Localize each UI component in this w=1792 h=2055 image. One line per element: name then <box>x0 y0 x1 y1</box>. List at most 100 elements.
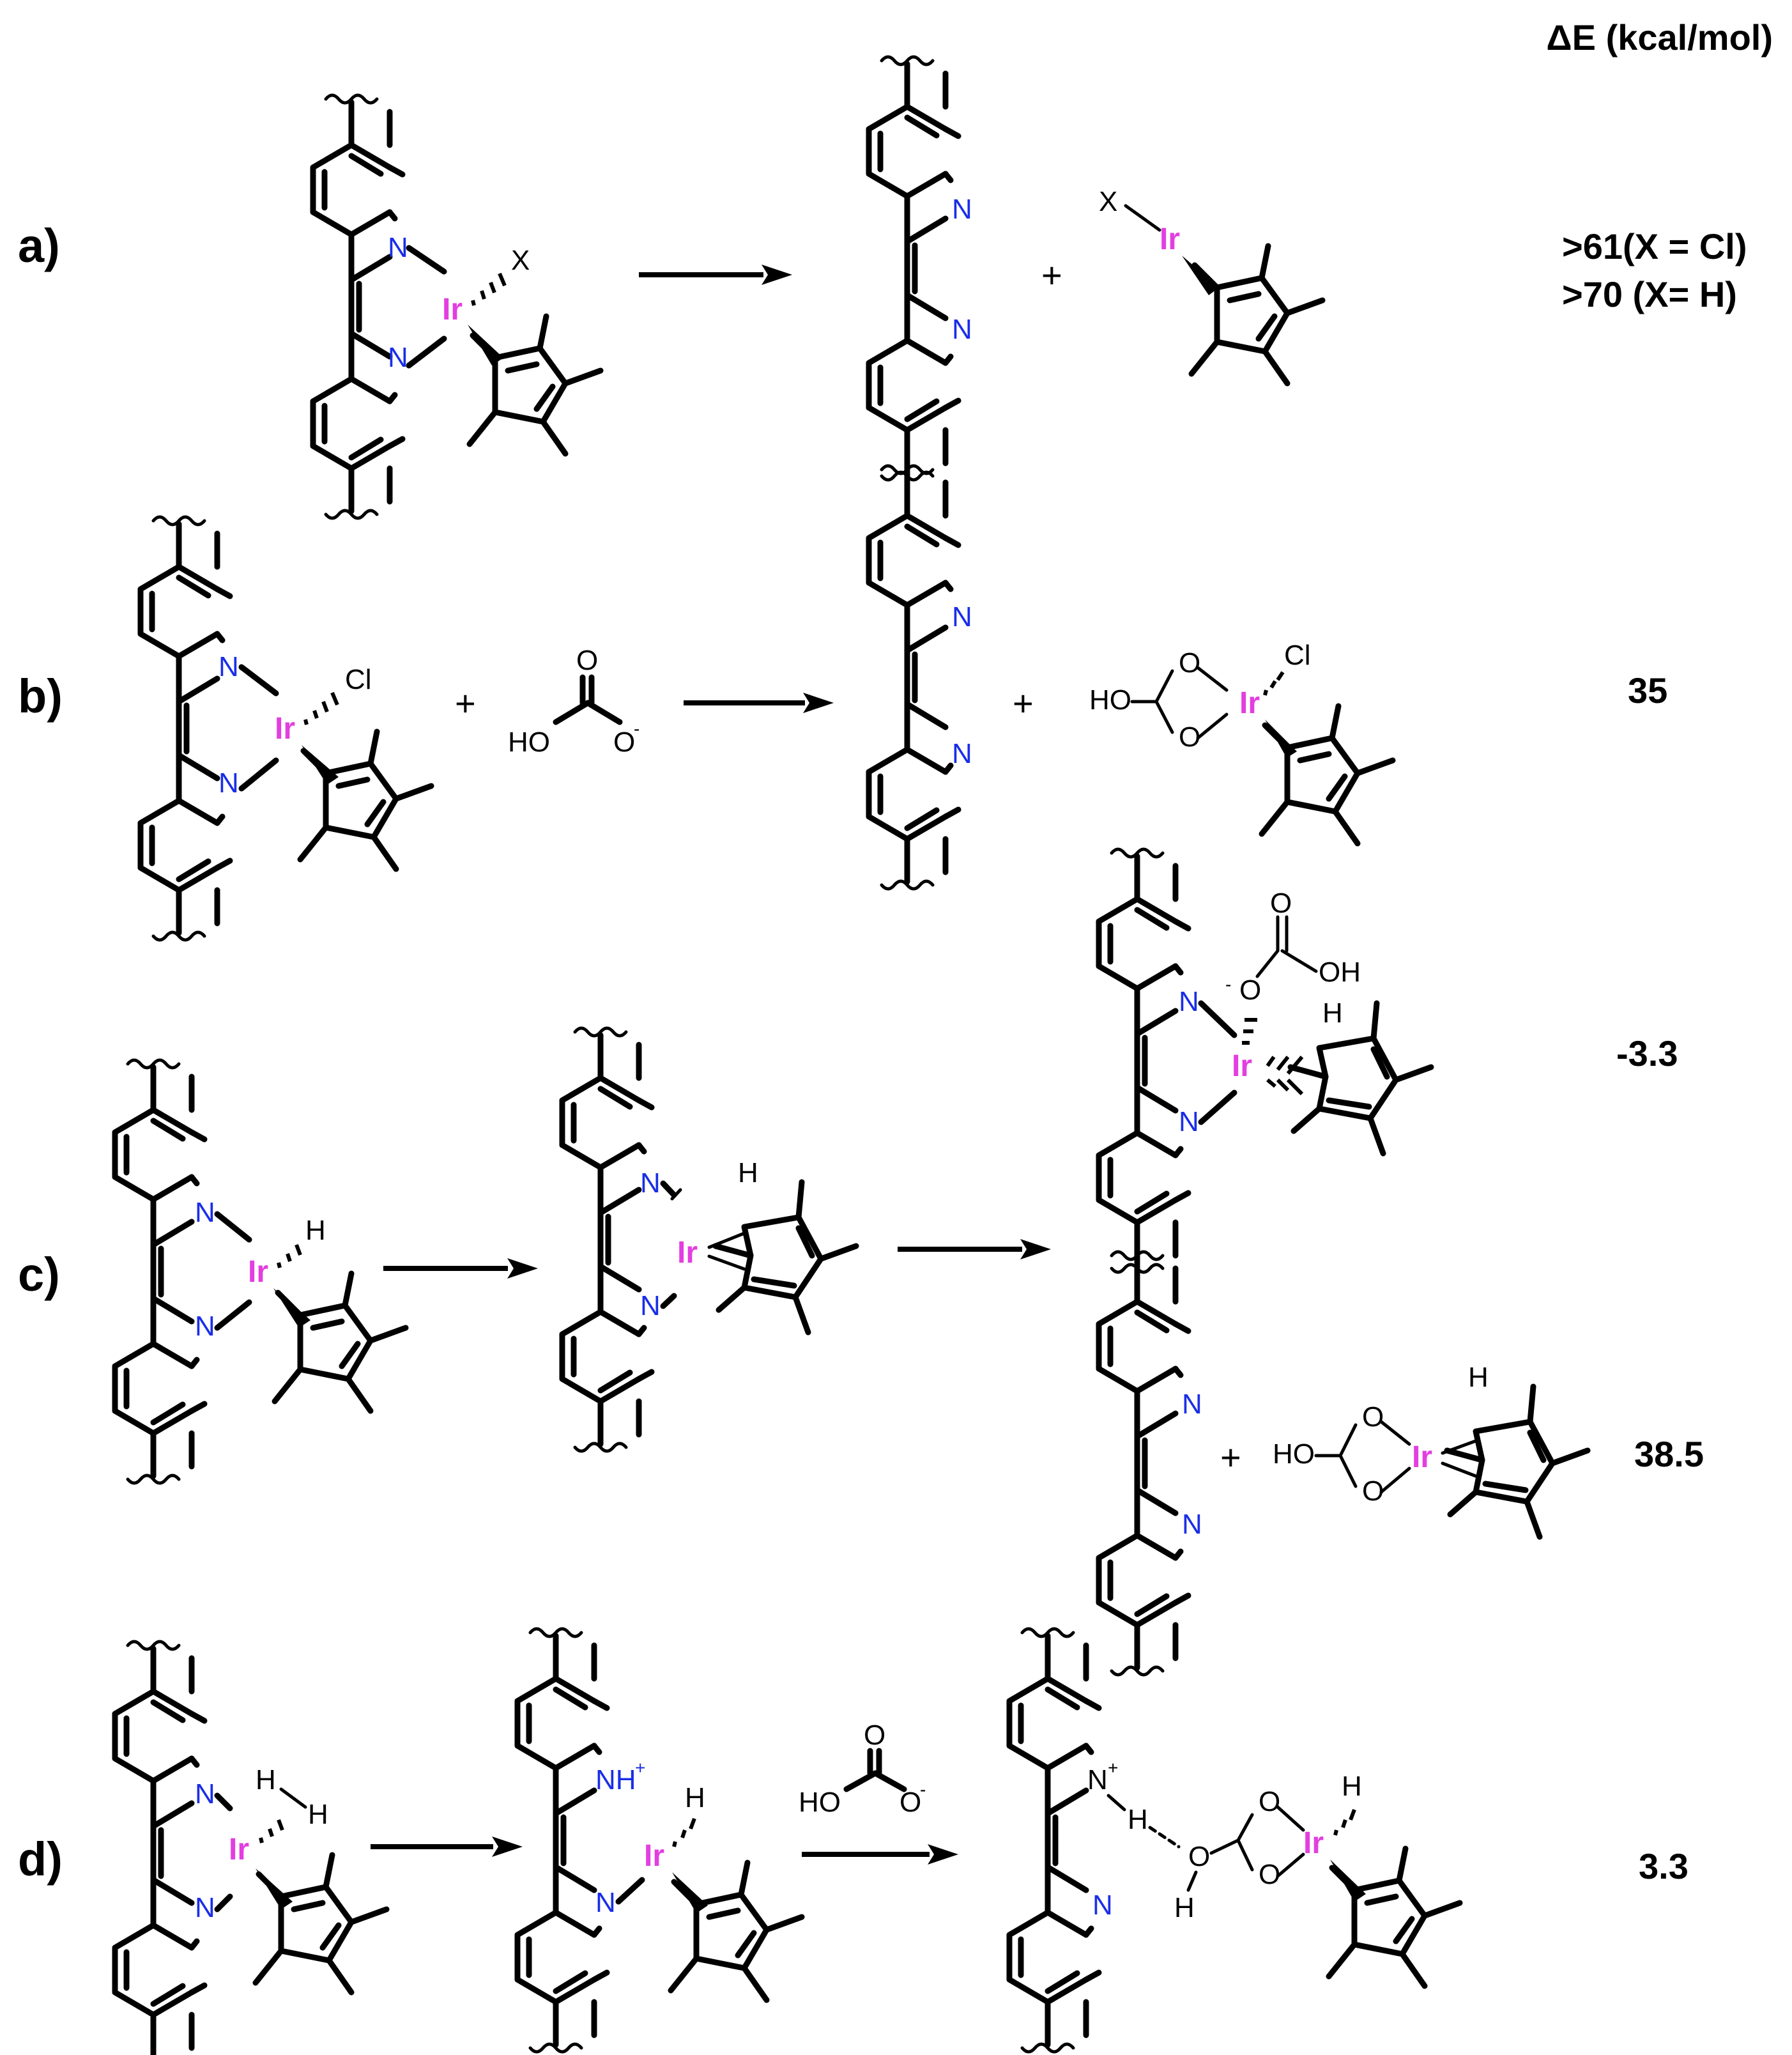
row-c-lower-bpy: N N <box>1099 1252 1202 1675</box>
bipyridine-ligand <box>141 517 230 940</box>
o-atom: O <box>1270 888 1292 919</box>
h-atom: H <box>1342 1771 1362 1802</box>
energy-a-2: >70 (X= H) <box>1562 274 1737 314</box>
iridium-atom: Ir <box>229 1833 249 1866</box>
bipyridine-ligand <box>115 1060 204 1483</box>
ho-group: HO <box>1273 1438 1315 1470</box>
o-atom: O <box>1239 974 1261 1006</box>
bipyridine-ligand <box>1009 1629 1099 2052</box>
iridium-atom: Ir <box>644 1839 664 1873</box>
o-atom: O <box>576 645 598 676</box>
o-atom: O <box>900 1787 921 1818</box>
row-d-intermediate: NH + N Ir H <box>517 1629 802 2052</box>
cl-ligand: Cl <box>1284 640 1311 671</box>
row-c-intermediate: N N Ir H <box>562 1028 856 1451</box>
o-atom: O <box>613 727 635 758</box>
energy-b: 35 <box>1628 670 1667 711</box>
n-atom: N <box>640 1167 661 1199</box>
iridium-atom: Ir <box>1232 1049 1252 1083</box>
iridium-atom: Ir <box>677 1236 698 1270</box>
plus-charge: + <box>1108 1758 1118 1778</box>
n-atom: N <box>640 1290 661 1321</box>
minus-charge: - <box>634 719 639 739</box>
energy-c-1: -3.3 <box>1616 1033 1678 1074</box>
row-c-product-complex: N N Ir - O O OH H <box>1099 849 1431 1272</box>
n-atom: N <box>195 1892 215 1923</box>
x-ligand: X <box>511 245 530 276</box>
h-atom: H <box>1468 1362 1489 1393</box>
o-atom: O <box>1259 1786 1280 1817</box>
n-atom: N <box>1182 1509 1202 1540</box>
h-atom: H <box>1174 1892 1195 1923</box>
cp-star-ring <box>1191 246 1322 383</box>
energy-a-1: >61(X = Cl) <box>1562 226 1747 266</box>
bipyridine-ligand <box>1099 1252 1188 1675</box>
row-c-reactant: N N Ir H <box>115 1060 406 1483</box>
iridium-atom: Ir <box>1160 222 1180 256</box>
nh-plus: NH <box>595 1764 636 1796</box>
o-atom: O <box>864 1720 885 1751</box>
iridium-atom: Ir <box>275 712 295 746</box>
h-atom: H <box>738 1157 758 1189</box>
plus-sign: + <box>1041 255 1062 295</box>
cl-ligand: Cl <box>345 664 372 695</box>
oh-group: OH <box>1319 957 1361 988</box>
n-atom: N <box>218 651 239 682</box>
n-atom: N <box>952 194 972 225</box>
h-atom: H <box>1322 997 1343 1029</box>
row-a-product-bpy: N N <box>869 57 972 480</box>
cp-star-ring <box>671 1863 802 2000</box>
n-atom: N <box>218 767 239 799</box>
minus-charge: - <box>920 1780 926 1799</box>
bipyridine-ligand <box>115 1642 204 2055</box>
row-a-product-ircp: X Ir <box>1099 186 1322 383</box>
h-atom: H <box>256 1764 276 1796</box>
n-atom: N <box>595 1887 616 1918</box>
cp-star-ring <box>1262 706 1393 843</box>
energy-d: 3.3 <box>1639 1846 1689 1886</box>
bipyridine-ligand <box>869 57 958 480</box>
n-atom: N <box>1179 1106 1199 1137</box>
n-atom: N <box>195 1197 215 1228</box>
iridium-atom: Ir <box>1239 686 1260 720</box>
cp-star-ring <box>1329 1849 1460 1986</box>
h-atom: H <box>308 1799 328 1830</box>
ho-group: HO <box>799 1787 841 1818</box>
row-c-lower-ir: HO O O Ir H <box>1273 1362 1588 1537</box>
row-a-reactant: N N Ir X <box>313 95 601 518</box>
x-ligand: X <box>1099 186 1117 217</box>
cp-star-h-ring <box>1290 1003 1431 1153</box>
cp-star-h-ring <box>716 1182 856 1332</box>
plus-sign: + <box>455 683 476 723</box>
n-atom: N <box>388 342 408 373</box>
row-c-arrow-2 <box>898 1239 1051 1259</box>
minus-charge: - <box>1225 974 1231 994</box>
plus-sign: + <box>1013 683 1034 723</box>
row-d-reactant: N N Ir H H <box>115 1642 387 2055</box>
cp-star-ring <box>300 732 431 869</box>
o-atom: O <box>1188 1841 1210 1872</box>
h-atom: H <box>1128 1804 1148 1835</box>
iridium-atom: Ir <box>248 1255 268 1289</box>
row-d-bicarbonate: O HO O - <box>799 1720 926 1818</box>
bipyridine-ligand <box>313 95 402 518</box>
ho-group: HO <box>508 727 550 758</box>
row-c-arrow-1 <box>383 1258 538 1279</box>
row-d-arrow-1 <box>371 1836 523 1857</box>
cp-star-ring <box>256 1855 387 1992</box>
row-a-arrow <box>639 265 792 285</box>
row-d-product: N + N H O H O O Ir H <box>1009 1629 1460 2052</box>
row-d-arrow-2 <box>802 1844 958 1865</box>
row-b-arrow <box>684 693 834 713</box>
ho-group: HO <box>1089 684 1131 716</box>
bipyridine-ligand <box>562 1028 652 1451</box>
plus-charge: + <box>635 1758 645 1778</box>
iridium-atom: Ir <box>1412 1440 1432 1474</box>
row-b-bicarbonate: O HO O - <box>508 645 639 758</box>
row-label-d: d) <box>18 1833 63 1886</box>
n-atom: N <box>952 601 972 633</box>
row-b-product-bpy: N N <box>869 466 972 889</box>
cp-star-ring <box>275 1274 406 1411</box>
n-atom: N <box>1179 986 1199 1017</box>
